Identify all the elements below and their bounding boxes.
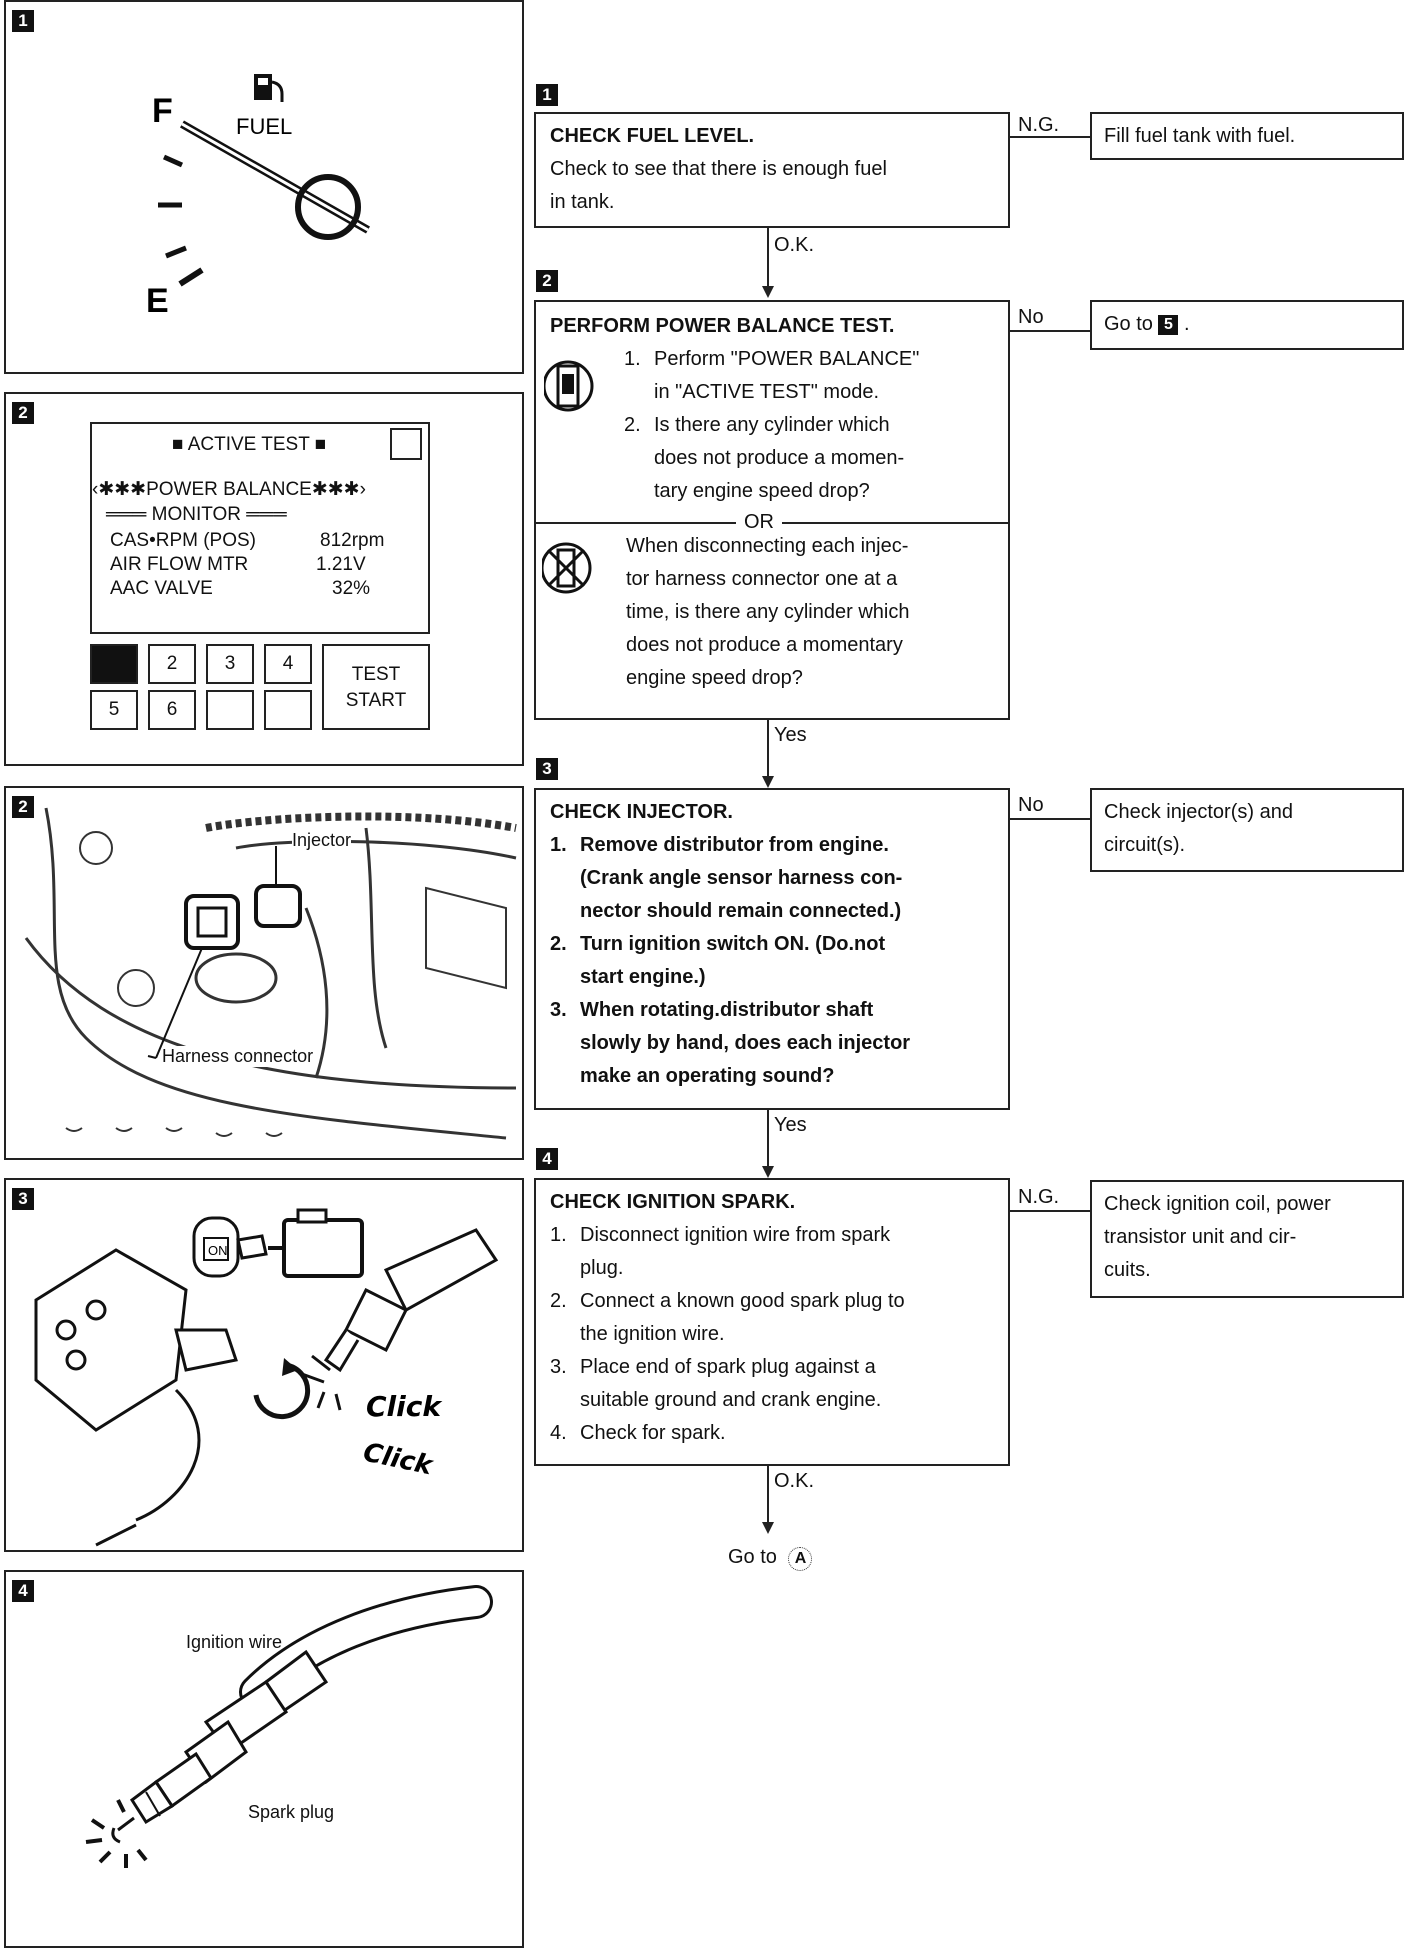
engine-icon — [268, 1208, 364, 1278]
monitor-row: AIR FLOW MTR 1.21V — [110, 554, 366, 575]
cylinder-key-6[interactable]: 6 — [148, 690, 196, 730]
step-title: CHECK IGNITION SPARK. — [550, 1191, 796, 1213]
ng-label: N.G. — [1018, 114, 1060, 136]
check-injector-box: CHECK INJECTOR. 1.Remove distributor fro… — [534, 788, 1010, 1110]
arrow-down-icon — [762, 286, 774, 298]
cylinder-key-3[interactable]: 3 — [206, 644, 254, 684]
ok-label: O.K. — [774, 234, 815, 256]
step-badge: 4 — [12, 1580, 34, 1602]
step-title: CHECK INJECTOR. — [550, 801, 733, 823]
empty-mark: E — [146, 282, 169, 320]
power-balance-test-box: PERFORM POWER BALANCE TEST. 1. Perform "… — [534, 300, 1010, 720]
spark-plug-label: Spark plug — [248, 1802, 335, 1822]
go-to-step-5-box: Go to 5 . — [1090, 300, 1404, 350]
injector-drawing — [323, 1228, 499, 1373]
connector-line — [1010, 1210, 1098, 1212]
disconnect-connector-icon — [542, 542, 592, 594]
check-injector-circuit-box: Check injector(s) and circuit(s). — [1090, 788, 1404, 872]
cylinder-key-1[interactable] — [90, 644, 138, 684]
check-ignition-coil-box: Check ignition coil, power transistor un… — [1090, 1180, 1404, 1298]
yes-label: Yes — [774, 1114, 807, 1136]
or-label: OR — [736, 506, 782, 539]
distributor-illustration: ON Click Click — [34, 1208, 499, 1547]
injector-shape — [254, 884, 302, 928]
connector-line — [767, 1466, 769, 1528]
check-ignition-spark-box: CHECK IGNITION SPARK. 1.Disconnect ignit… — [534, 1178, 1010, 1466]
fuel-pump-icon — [254, 74, 284, 102]
harness-connector-shape — [184, 894, 240, 950]
injector-label: Injector — [292, 830, 352, 851]
engine-bay-illustration — [24, 807, 517, 1140]
step-badge: 1 — [536, 84, 558, 106]
distributor-shape — [34, 1248, 238, 1432]
screen-title: ■ ACTIVE TEST ■ — [172, 434, 327, 455]
arrow-down-icon — [762, 1522, 774, 1534]
connector-line — [767, 1110, 769, 1172]
step-badge: 2 — [12, 402, 34, 424]
step-badge: 4 — [536, 1148, 558, 1170]
click-sound-1: Click — [366, 1390, 443, 1423]
check-fuel-level-box: CHECK FUEL LEVEL. Check to see that ther… — [534, 112, 1010, 228]
step-badge: 3 — [536, 758, 558, 780]
fuel-label: FUEL — [236, 114, 292, 139]
distributor-panel: 3 ON Click — [4, 1178, 524, 1552]
ignition-key-icon — [192, 1216, 268, 1278]
connector-line — [1010, 818, 1098, 820]
active-test-panel: 2 ■ ACTIVE TEST ■ ‹✱✱✱POWER BALANCE✱✱✱› … — [4, 392, 524, 766]
ignition-wire-label: Ignition wire — [186, 1632, 283, 1652]
step-badge: 1 — [12, 10, 34, 32]
click-sound-2: Click — [361, 1438, 437, 1482]
harness-connector-label: Harness connector — [162, 1046, 314, 1067]
connector-line — [1010, 136, 1098, 138]
step-badge: 2 — [12, 796, 34, 818]
go-to-a-text[interactable]: Go to A — [728, 1546, 813, 1571]
test-start-button[interactable]: TEST START — [322, 644, 430, 730]
yes-label: Yes — [774, 724, 807, 746]
monitor-row: AAC VALVE 32% — [110, 578, 371, 599]
arrow-down-icon — [762, 1166, 774, 1178]
blank-key[interactable] — [206, 690, 254, 730]
step-title: CHECK FUEL LEVEL. — [550, 125, 755, 147]
cylinder-key-4[interactable]: 4 — [264, 644, 312, 684]
no-label: No — [1018, 794, 1044, 816]
cylinder-key-5[interactable]: 5 — [90, 690, 138, 730]
alt-method-text: When disconnecting each injec- tor harne… — [626, 535, 910, 689]
full-mark: F — [152, 92, 173, 130]
consult-tool-icon — [544, 360, 594, 412]
blank-key[interactable] — [264, 690, 312, 730]
cylinder-key-2[interactable]: 2 — [148, 644, 196, 684]
on-label: ON — [208, 1243, 228, 1258]
spark-plug-panel: 4 Ignition wire Spark plug — [4, 1570, 524, 1948]
gauge-pivot — [295, 174, 361, 240]
no-label: No — [1018, 306, 1044, 328]
monitor-line: ═══ MONITOR ═══ — [106, 504, 287, 525]
circle-a-icon: A — [788, 1547, 813, 1571]
connector-line — [1010, 330, 1098, 332]
step-list: 1.Remove distributor from engine.(Crank … — [550, 834, 911, 1087]
spark-plug-illustration — [85, 1585, 493, 1868]
step-title: PERFORM POWER BALANCE TEST. — [550, 315, 895, 337]
ok-label: O.K. — [774, 1470, 815, 1492]
fill-fuel-tank-box: Fill fuel tank with fuel. — [1090, 112, 1404, 160]
rotation-arrow — [253, 1362, 311, 1420]
step-5-badge[interactable]: 5 — [1158, 314, 1179, 335]
step-badge: 3 — [12, 1188, 34, 1210]
step-item: 1. Perform "POWER BALANCE" in "ACTIVE TE… — [624, 348, 920, 403]
step-badge: 2 — [536, 270, 558, 292]
consult-screen: ■ ACTIVE TEST ■ ‹✱✱✱POWER BALANCE✱✱✱› ══… — [90, 422, 430, 634]
screen-corner-box — [390, 428, 422, 460]
fuel-gauge-panel: 1 F E FUEL — [4, 0, 524, 374]
connector-line — [767, 720, 769, 782]
ng-label: N.G. — [1018, 1186, 1060, 1208]
injector-photo-panel: 2 Injector Harness connector — [4, 786, 524, 1160]
fuel-gauge-illustration: F E FUEL — [146, 74, 370, 320]
step-item: 2. Is there any cylinder which does not … — [624, 414, 905, 502]
power-balance-line: ‹✱✱✱POWER BALANCE✱✱✱› — [92, 479, 366, 500]
monitor-row: CAS•RPM (POS) 812rpm — [110, 530, 385, 551]
arrow-down-icon — [762, 776, 774, 788]
connector-line — [767, 228, 769, 290]
